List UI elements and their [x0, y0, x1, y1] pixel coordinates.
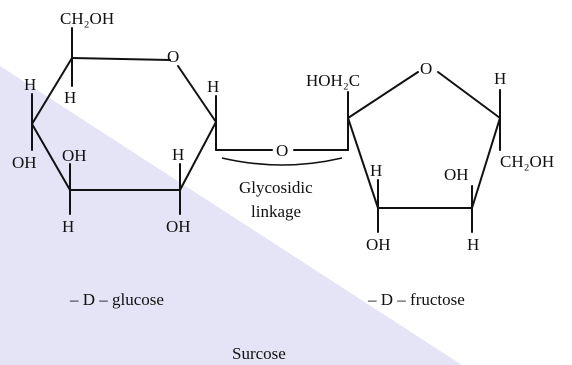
bridge-o-label: O [276, 141, 288, 160]
background-wedge [0, 66, 462, 365]
glycosidic-bridge [215, 117, 349, 166]
glucose-ring [31, 27, 217, 215]
fructose-ring [347, 71, 501, 233]
glucose-ring-o-label: O [167, 47, 179, 66]
glucose-h-bottom-left: H [62, 217, 74, 236]
fructose-ch2oh-label: CH₂OH [500, 152, 554, 171]
fructose-h-top-right: H [494, 69, 506, 88]
glucose-oh-inner: OH [62, 146, 87, 165]
fructose-bond-c5-c4 [471, 117, 501, 209]
fructose-bond-o-c5 [437, 71, 501, 119]
glycosidic-label-line2: linkage [251, 202, 301, 221]
fructose-h-bottom: H [467, 235, 479, 254]
fructose-ring-o-label: O [420, 59, 432, 78]
fructose-name: – D – fructose [367, 290, 465, 309]
glucose-name: – D – glucose [69, 290, 164, 309]
glucose-h-inner-right: H [172, 145, 184, 164]
glucose-h-right-top: H [207, 77, 219, 96]
glucose-bond-o-c1 [177, 65, 217, 123]
fructose-labels: HOH₂C O H CH₂OH H OH OH H – D – fructose [306, 59, 554, 309]
glucose-oh-left: OH [12, 153, 37, 172]
fructose-h-left: H [370, 161, 382, 180]
glucose-bond-c4-c5 [31, 57, 73, 125]
glucose-h-left-upper: H [24, 75, 36, 94]
glycosidic-label-line1: Glycosidic [239, 178, 313, 197]
glucose-bond-c3-c4 [31, 123, 71, 191]
glucose-ch2oh-label: CH₂OH [60, 9, 114, 28]
glucose-bond-c1-c2 [179, 121, 217, 191]
glucose-bond-top [71, 57, 171, 61]
glucose-h-left-mid: H [64, 88, 76, 107]
fructose-oh-right: OH [444, 165, 469, 184]
fructose-bond-c2-o [347, 71, 419, 119]
glucose-labels: CH₂OH O H H H OH OH H H OH – D – glucose [12, 9, 219, 309]
fructose-hoh2c-label: HOH₂C [306, 71, 360, 90]
caption: Surcose [232, 344, 286, 363]
fructose-oh-bottom: OH [366, 235, 391, 254]
glycosidic-brace [221, 157, 343, 166]
fructose-bond-c3-c2 [347, 117, 379, 209]
glucose-oh-bottom: OH [166, 217, 191, 236]
bridge-labels: O Glycosidic linkage [239, 141, 313, 221]
